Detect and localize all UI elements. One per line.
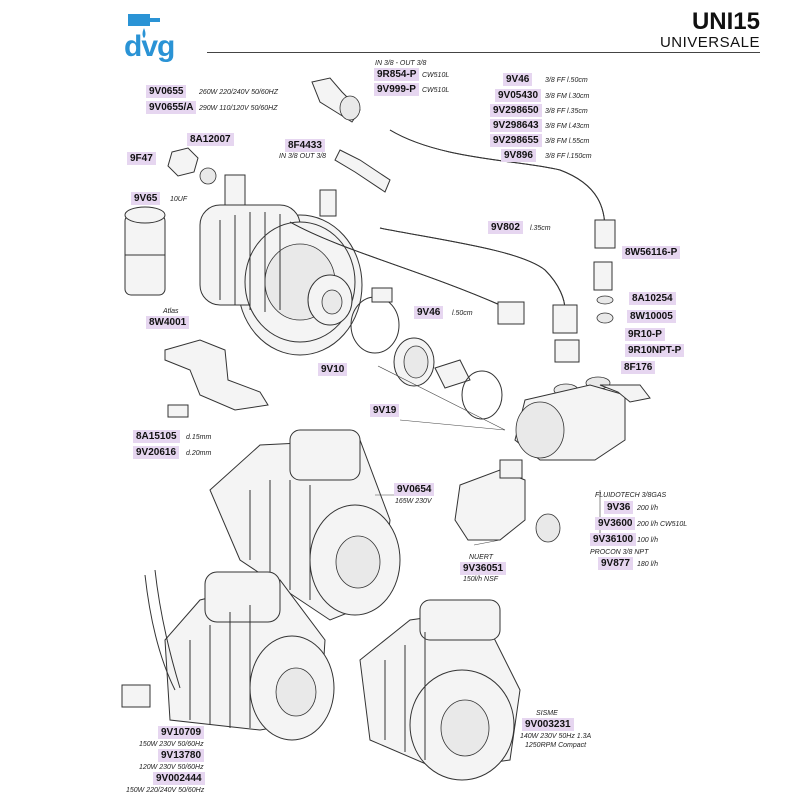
part-9V0654: 9V0654 [394, 483, 435, 496]
clamp-9V10-drawing [350, 287, 400, 354]
part-9V13780: 9V13780 [158, 749, 205, 762]
desc-9V10709: 150W 230V 50/60Hz [139, 741, 204, 748]
desc-9V0654: 165W 230V [395, 498, 432, 505]
part-9V999P: 9V999-P [374, 83, 419, 96]
desc-9V298655: 3/8 FM l.55cm [545, 138, 590, 145]
desc-9V802: l.35cm [530, 225, 551, 232]
bracket-8W4001-drawing [164, 339, 269, 411]
hose-9V46-drawing [389, 129, 616, 249]
desc-9V298643: 3/8 FM l.43cm [545, 123, 590, 130]
desc-9V65: 10UF [170, 196, 188, 203]
fitting-8F4433-drawing [334, 149, 391, 193]
part-8A15105: 8A15105 [133, 430, 180, 443]
part-9V003231: 9V003231 [522, 718, 574, 731]
part-9V36051: 9V36051 [460, 562, 507, 575]
foot-8A15105-drawing [167, 404, 189, 418]
faucet-drop-icon [128, 14, 160, 38]
desc-9V36051: 150l/h NSF [463, 576, 499, 583]
motor-9V10709-drawing [121, 569, 335, 741]
part-9V298650: 9V298650 [490, 104, 542, 117]
part-9V46-a: 9V46 [503, 73, 533, 86]
part-9R854P: 9R854-P [374, 68, 420, 81]
desc-9R854P: CW510L [422, 72, 450, 79]
pump-9V36-drawing [514, 384, 651, 461]
capacitor-9V65-drawing [124, 206, 166, 296]
part-9V65: 9V65 [131, 192, 161, 205]
part-8F4433: 8F4433 [285, 139, 325, 152]
part-9V002444: 9V002444 [153, 772, 205, 785]
hose-9V802-drawing [379, 227, 578, 334]
part-9R10NPTP: 9R10NPT-P [625, 344, 685, 357]
motor-9V003231-drawing [359, 599, 521, 781]
brand-logo: dvg [120, 8, 190, 68]
part-9V3600: 9V3600 [595, 517, 636, 530]
seal-9V19-drawing [393, 337, 503, 420]
desc-9V46-b: l.50cm [452, 310, 473, 317]
page-subtitle: UNIVERSALE [659, 34, 760, 51]
part-9V36100: 9V36100 [590, 533, 637, 546]
part-9V298655: 9V298655 [490, 134, 542, 147]
desc-9V20616: d.20mm [186, 450, 212, 457]
desc-8A15105: d.15mm [186, 434, 212, 441]
desc-9V3600: 200 l/h CW510L [637, 521, 688, 528]
part-9V877: 9V877 [598, 557, 633, 570]
header-divider [207, 52, 760, 53]
motor-9V0655-drawing [199, 174, 363, 356]
desc-9V05430: 3/8 FM l.30cm [545, 93, 590, 100]
desc-8F4433: IN 3/8 OUT 3/8 [279, 153, 327, 160]
desc2-9V003231: 1250RPM Compact [525, 742, 587, 749]
desc-9V0655: 260W 220/240V 50/60HZ [199, 89, 278, 96]
desc-9V298650: 3/8 FF l.35cm [545, 108, 588, 115]
part-8W10005: 8W10005 [627, 310, 676, 323]
caption-atlas: Atlas [163, 308, 179, 315]
part-8F176: 8F176 [621, 361, 656, 374]
brand-name: dvg [124, 30, 175, 63]
desc-9V999P: CW510L [422, 87, 450, 94]
part-9V10: 9V10 [318, 363, 348, 376]
part-9V0655A: 9V0655/A [146, 101, 197, 114]
desc-9V002444: 150W 220/240V 50/60Hz [126, 787, 205, 794]
motor-9V0654-drawing [209, 429, 401, 621]
desc-9V0655A: 290W 110/120V 50/60HZ [199, 105, 278, 112]
part-8A10254: 8A10254 [629, 292, 676, 305]
page-title: UNI15 [691, 8, 760, 35]
part-9V20616: 9V20616 [133, 446, 180, 459]
pump-9V36051-drawing [454, 459, 561, 543]
part-9R10P: 9R10-P [625, 328, 665, 341]
fitting-9R854P-drawing [311, 77, 361, 123]
desc-9V36100: 100 l/h [637, 537, 659, 544]
part-9F47: 9F47 [127, 152, 156, 165]
desc-9V896: 3/8 FF l.150cm [545, 153, 592, 160]
part-8W56116P: 8W56116-P [622, 246, 681, 259]
part-8W4001: 8W4001 [146, 316, 190, 329]
part-9V19: 9V19 [370, 404, 400, 417]
desc-9V877: 180 l/h [637, 561, 659, 568]
hose-9V46b-drawing [289, 221, 525, 325]
desc-9V003231: 140W 230V 50Hz 1.3A [520, 733, 592, 740]
part-9V36: 9V36 [604, 501, 634, 514]
caption-procon: PROCON 3/8 NPT [590, 549, 649, 556]
desc-9V46-a: 3/8 FF l.50cm [545, 77, 588, 84]
part-8A12007: 8A12007 [187, 133, 234, 146]
part-9V298643: 9V298643 [490, 119, 542, 132]
caption-in-out: IN 3/8 - OUT 3/8 [375, 60, 427, 67]
caption-sisme: SISME [536, 710, 558, 717]
part-9V10709: 9V10709 [158, 726, 205, 739]
part-9V46-b: 9V46 [414, 306, 444, 319]
caption-nuert: NUERT [469, 554, 493, 561]
part-9V896: 9V896 [501, 149, 536, 162]
caption-fluidotech: FLUIDOTECH 3/8GAS [595, 492, 667, 499]
part-9V0655: 9V0655 [146, 85, 187, 98]
part-9V802: 9V802 [488, 221, 523, 234]
desc-9V13780: 120W 230V 50/60Hz [139, 764, 204, 771]
desc-9V36: 200 l/h [637, 505, 659, 512]
part-9V05430: 9V05430 [495, 89, 542, 102]
nut-9F47-drawing [167, 147, 217, 185]
